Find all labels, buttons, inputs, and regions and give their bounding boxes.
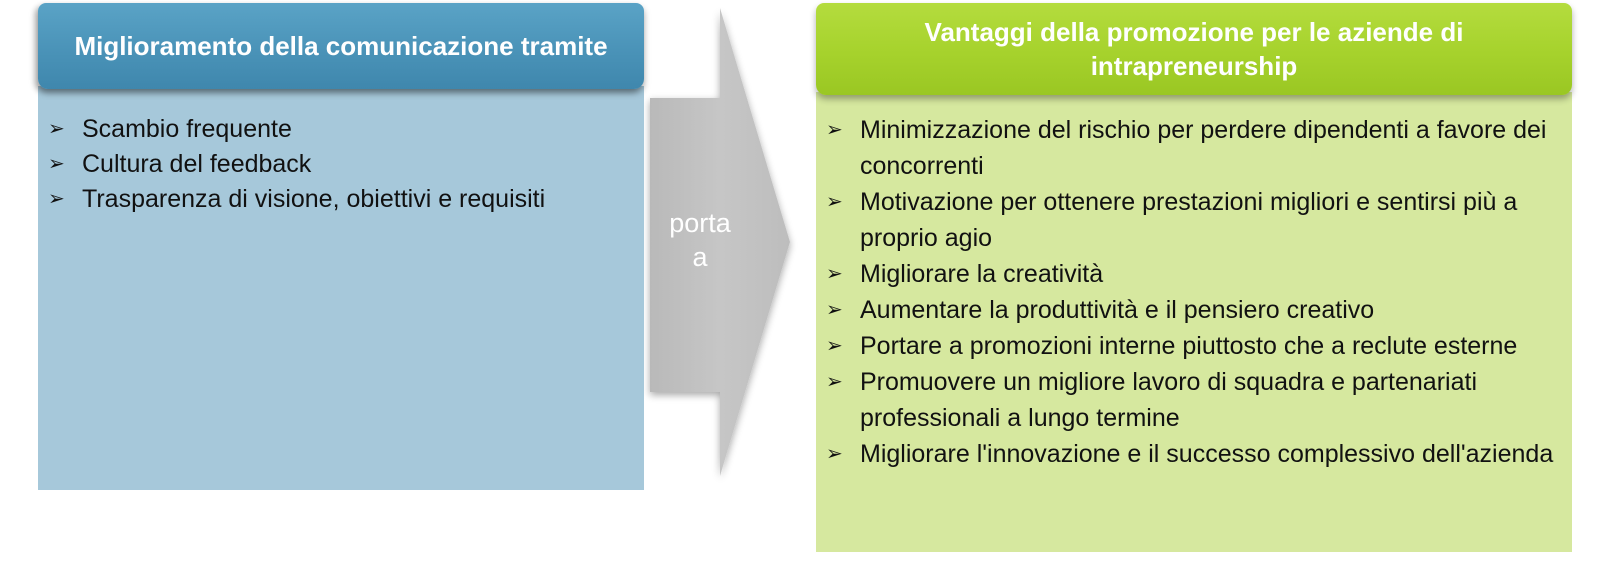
list-item: ➢ Trasparenza di visione, obiettivi e req… [48, 182, 638, 217]
list-item: ➢ Aumentare la produttività e il pensiero… [826, 292, 1566, 328]
list-item: ➢ Promuovere un migliore lavoro di squadr… [826, 364, 1566, 436]
left-panel-body [38, 86, 644, 490]
left-panel-title: Miglioramento della comunicazione tramit… [74, 31, 608, 61]
list-item: ➢ Cultura del feedback [48, 147, 638, 182]
right-arrowhead-icon: ➢ [826, 335, 843, 357]
right-arrowhead-icon: ➢ [826, 371, 843, 393]
connector-arrow [650, 8, 790, 476]
list-item: ➢ Migliorare l'innovazione e il successo … [826, 436, 1566, 472]
left-panel-list: ➢ Scambio frequente ➢ Cultura del feedback… [48, 112, 638, 217]
right-panel-list: ➢ Minimizzazione del rischio per perdere … [826, 112, 1566, 472]
right-panel-body [816, 92, 1572, 552]
connector-arrow-body [650, 8, 790, 476]
list-item-text: Motivazione per ottenere prestazioni mig… [860, 188, 1518, 252]
list-item: ➢ Portare a promozioni interne piuttosto … [826, 328, 1566, 364]
right-arrowhead-icon: ➢ [826, 443, 843, 465]
list-item-text: Migliorare la creatività [860, 260, 1104, 288]
list-item-text: Minimizzazione del rischio per perdere d… [860, 116, 1547, 180]
connector-label: porta a [655, 206, 745, 274]
right-arrowhead-icon: ➢ [48, 118, 65, 140]
right-panel-header: Vantaggi della promozione per le aziende… [816, 3, 1572, 95]
connector-label-line2: a [692, 242, 708, 272]
list-item: ➢ Motivazione per ottenere prestazioni mi… [826, 184, 1566, 256]
list-item-text: Cultura del feedback [82, 150, 312, 178]
list-item-text: Portare a promozioni interne piuttosto c… [860, 332, 1518, 360]
left-panel-header: Miglioramento della comunicazione tramit… [38, 3, 644, 89]
right-arrowhead-icon: ➢ [826, 263, 843, 285]
right-arrowhead-icon: ➢ [48, 153, 65, 175]
list-item: ➢ Scambio frequente [48, 112, 638, 147]
right-arrowhead-icon: ➢ [826, 191, 843, 213]
list-item-text: Aumentare la produttività e il pensiero … [860, 296, 1375, 324]
list-item-text: Promuovere un migliore lavoro di squadra… [860, 368, 1477, 432]
right-arrowhead-icon: ➢ [826, 119, 843, 141]
list-item: ➢ Minimizzazione del rischio per perdere … [826, 112, 1566, 184]
list-item: ➢ Migliorare la creatività [826, 256, 1566, 292]
connector-label-line1: porta [669, 208, 731, 238]
right-panel-title: Vantaggi della promozione per le aziende… [924, 17, 1464, 81]
list-item-text: Migliorare l'innovazione e il successo c… [860, 440, 1554, 468]
list-item-text: Trasparenza di visione, obiettivi e requ… [82, 185, 546, 213]
right-arrowhead-icon: ➢ [826, 299, 843, 321]
right-arrowhead-icon: ➢ [48, 188, 65, 210]
list-item-text: Scambio frequente [82, 115, 292, 143]
